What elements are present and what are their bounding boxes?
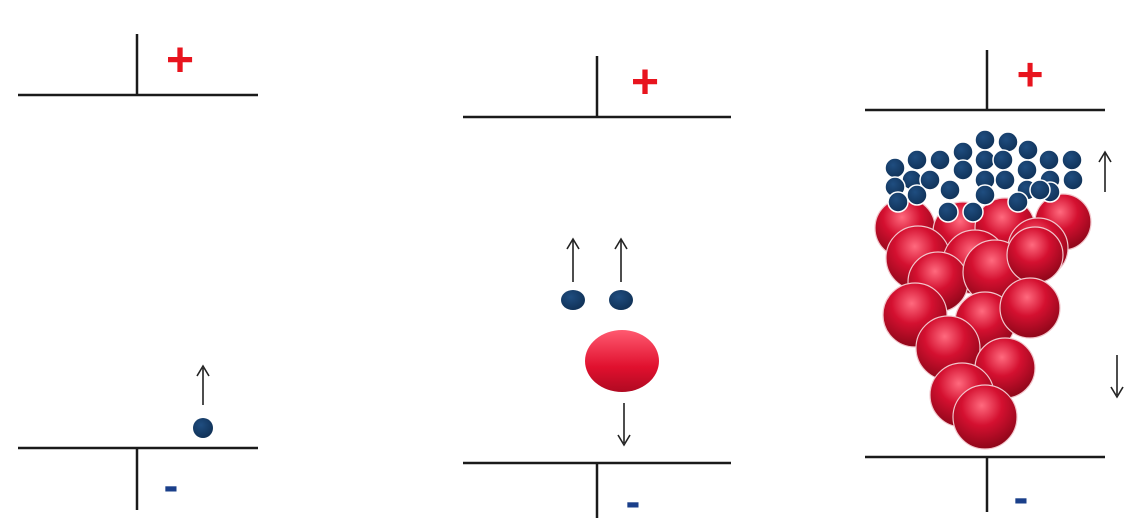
- bottom-electrode: [463, 461, 731, 518]
- small-particle: [937, 201, 959, 223]
- minus-sign: -: [626, 477, 641, 522]
- minus-sign: -: [1014, 473, 1029, 522]
- small-particle: [952, 159, 974, 181]
- top-electrode: [865, 50, 1105, 112]
- small-particle: [992, 149, 1014, 171]
- large-particle: [1006, 226, 1064, 284]
- down-arrow-icon: [617, 403, 631, 447]
- small-particle: [906, 149, 928, 171]
- panel-2: + -: [463, 56, 731, 522]
- up-arrow-icon: [566, 237, 580, 282]
- small-particle: [887, 191, 909, 213]
- small-particle: [1017, 139, 1039, 161]
- small-particle: [929, 149, 951, 171]
- large-particle: [999, 277, 1061, 339]
- plus-sign: +: [1017, 48, 1044, 100]
- small-particle: [1007, 191, 1029, 213]
- small-particle: [1062, 169, 1084, 191]
- large-particle: [952, 384, 1018, 450]
- up-arrow-icon: [196, 364, 210, 405]
- down-arrow-icon: [1110, 355, 1124, 399]
- small-particle: [974, 149, 996, 171]
- bottom-electrode: [865, 455, 1105, 512]
- minus-sign: -: [164, 461, 179, 510]
- plus-sign: +: [166, 34, 194, 87]
- panel-1: + -: [18, 34, 258, 510]
- small-particle: [962, 201, 984, 223]
- small-particle: [1038, 149, 1060, 171]
- small-particle: [994, 169, 1016, 191]
- small-particle: [609, 290, 633, 310]
- plus-sign: +: [631, 56, 659, 109]
- large-particle-cluster: [874, 193, 1092, 450]
- small-particle: [1061, 149, 1083, 171]
- small-particle-cluster: [884, 129, 1084, 223]
- small-particle: [1016, 159, 1038, 181]
- small-particle: [193, 418, 213, 438]
- small-particle: [997, 131, 1019, 153]
- small-particle: [561, 290, 585, 310]
- bottom-electrode: [18, 446, 258, 510]
- small-particle: [952, 141, 974, 163]
- up-arrow-icon: [1098, 150, 1112, 192]
- small-particle: [884, 157, 906, 179]
- top-electrode: [18, 34, 258, 97]
- small-particle: [1029, 179, 1051, 201]
- small-particle: [939, 179, 961, 201]
- large-particle: [585, 330, 659, 392]
- small-particle: [906, 184, 928, 206]
- top-electrode: [463, 56, 731, 119]
- small-particle: [919, 169, 941, 191]
- small-particle: [974, 184, 996, 206]
- small-particle: [974, 129, 996, 151]
- panel-3: + -: [865, 48, 1124, 522]
- up-arrow-icon: [614, 237, 628, 282]
